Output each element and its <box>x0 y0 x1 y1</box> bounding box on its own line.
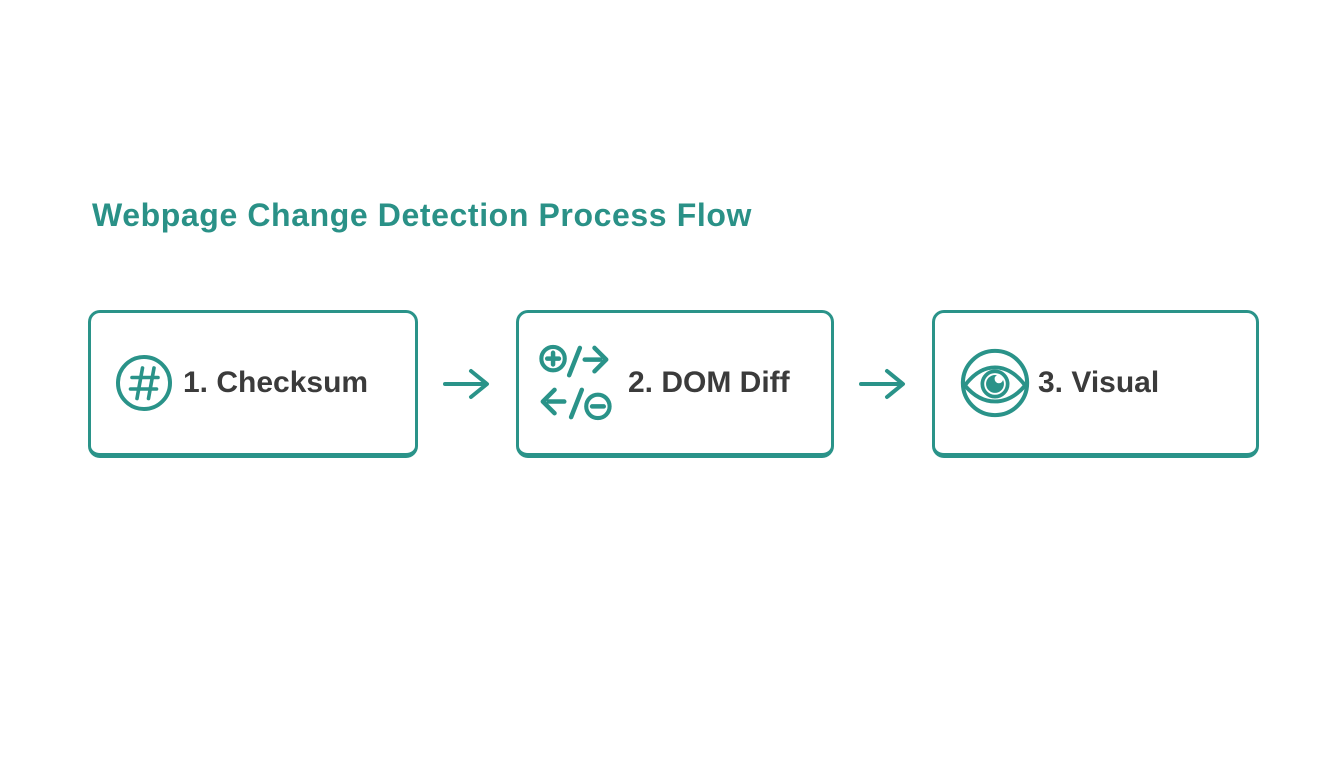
arrow-right-icon <box>859 369 905 399</box>
arrow-right-icon <box>443 369 489 399</box>
step-label: 1. Checksum <box>183 366 369 399</box>
flow-connector <box>418 367 516 401</box>
process-flow: 1. Checksum <box>88 310 1259 458</box>
dom-diff-icon <box>539 344 612 421</box>
diagram-title: Webpage Change Detection Process Flow <box>92 197 752 233</box>
step-dom-diff: 2. DOM Diff <box>516 310 834 458</box>
step-label: 2. DOM Diff <box>628 366 790 399</box>
eye-icon <box>960 348 1030 418</box>
step-visual: 3. Visual <box>932 310 1259 458</box>
hash-icon <box>116 355 172 411</box>
flow-connector <box>834 367 932 401</box>
step-checksum: 1. Checksum <box>88 310 418 458</box>
step-label: 3. Visual <box>1038 366 1160 399</box>
